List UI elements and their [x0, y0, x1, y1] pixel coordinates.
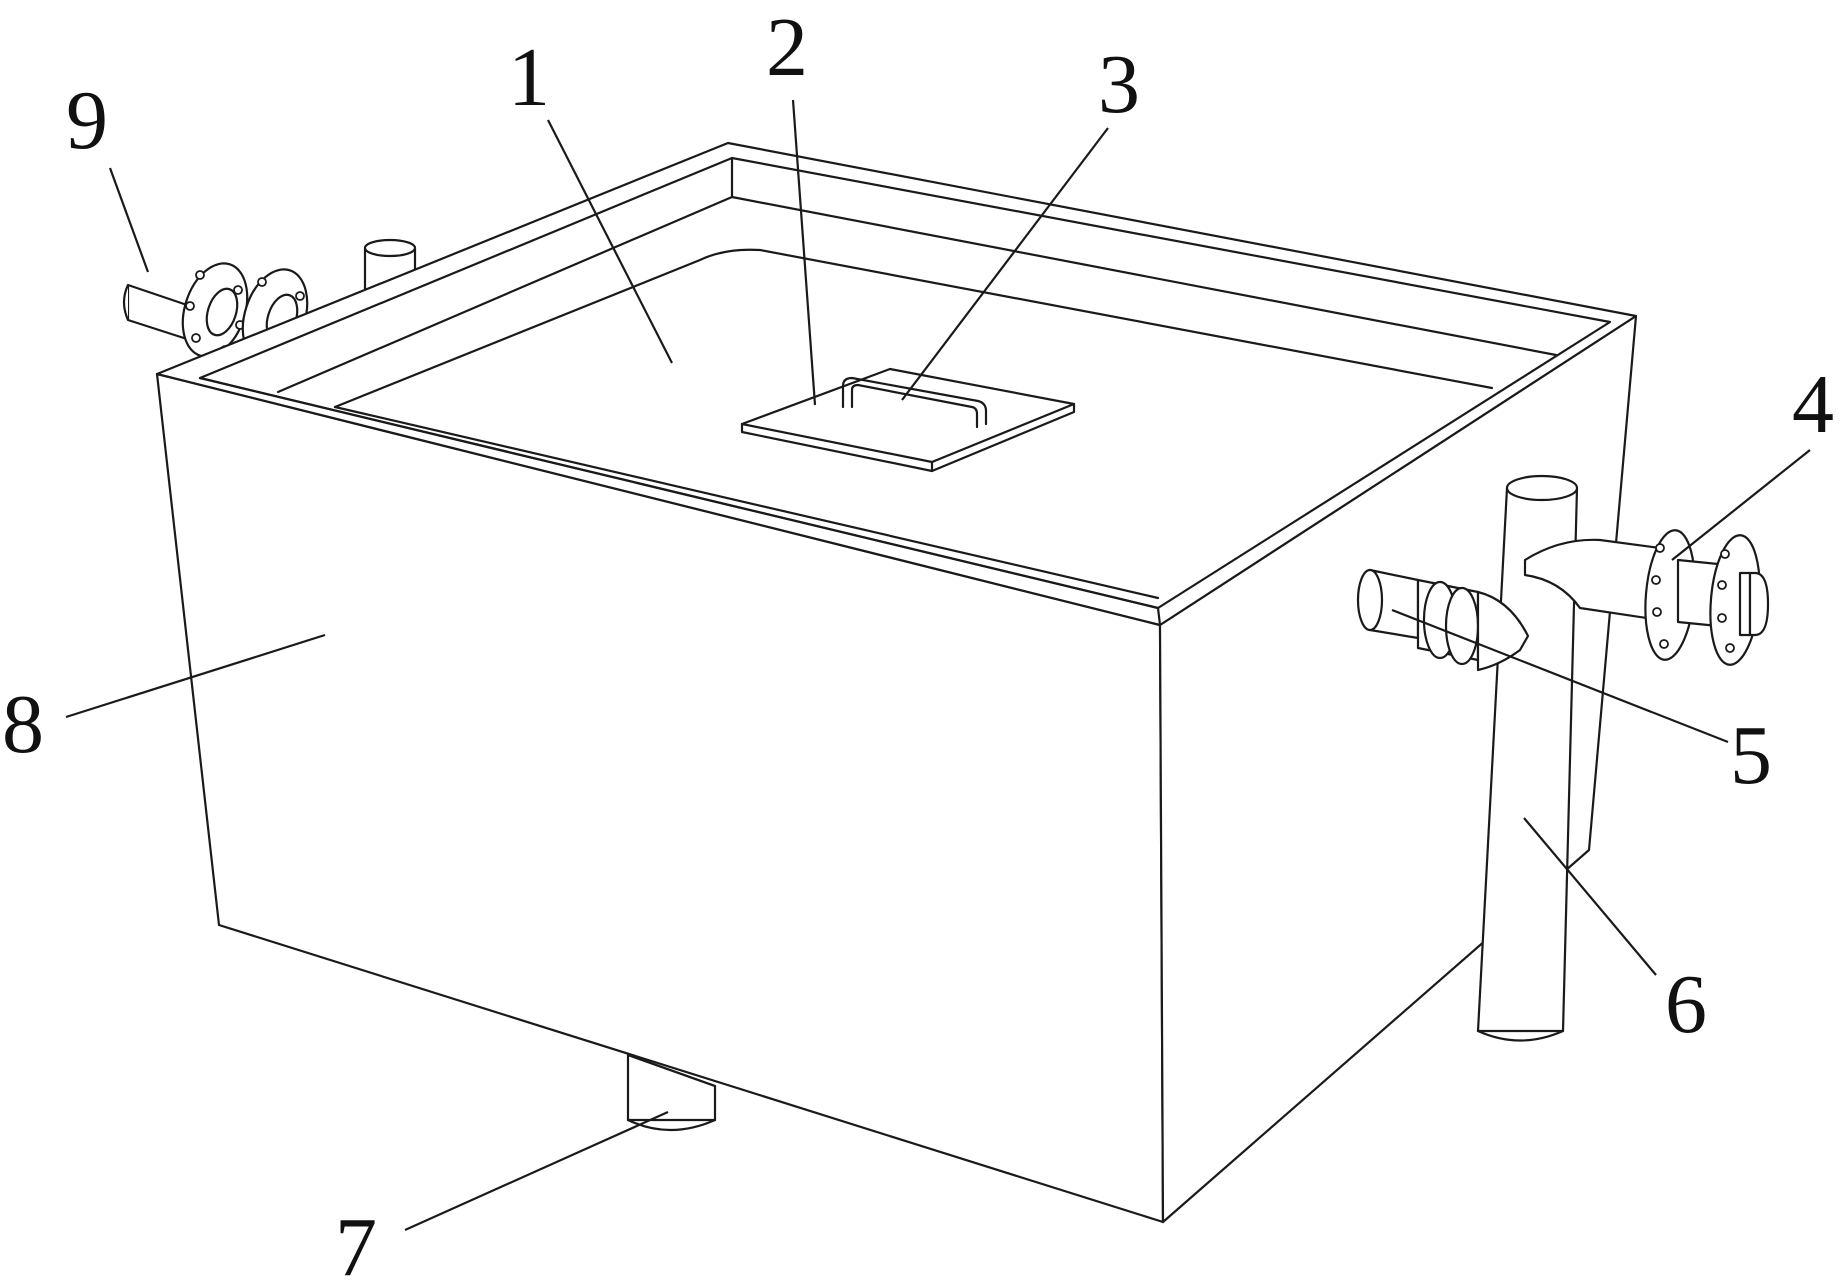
callout-1: 1: [508, 31, 550, 124]
callout-8: 8: [2, 678, 44, 771]
callout-5: 5: [1730, 709, 1772, 802]
bottom-drain-pipe: [626, 1053, 717, 1132]
flange-pair-right: [1644, 529, 1770, 666]
callout-7: 7: [335, 1201, 377, 1281]
callout-6: 6: [1665, 958, 1707, 1051]
cover-plate: [333, 248, 1494, 600]
callout-9: 9: [66, 74, 108, 167]
hatch-handle: [841, 376, 988, 429]
callout-3: 3: [1098, 38, 1140, 131]
callout-2: 2: [766, 1, 808, 94]
nozzle-connector: [1356, 568, 1530, 672]
access-hatch: [740, 367, 1076, 473]
leader-lines: [65, 99, 1811, 1232]
tank-rim: [198, 156, 1612, 627]
callout-4: 4: [1792, 358, 1834, 451]
